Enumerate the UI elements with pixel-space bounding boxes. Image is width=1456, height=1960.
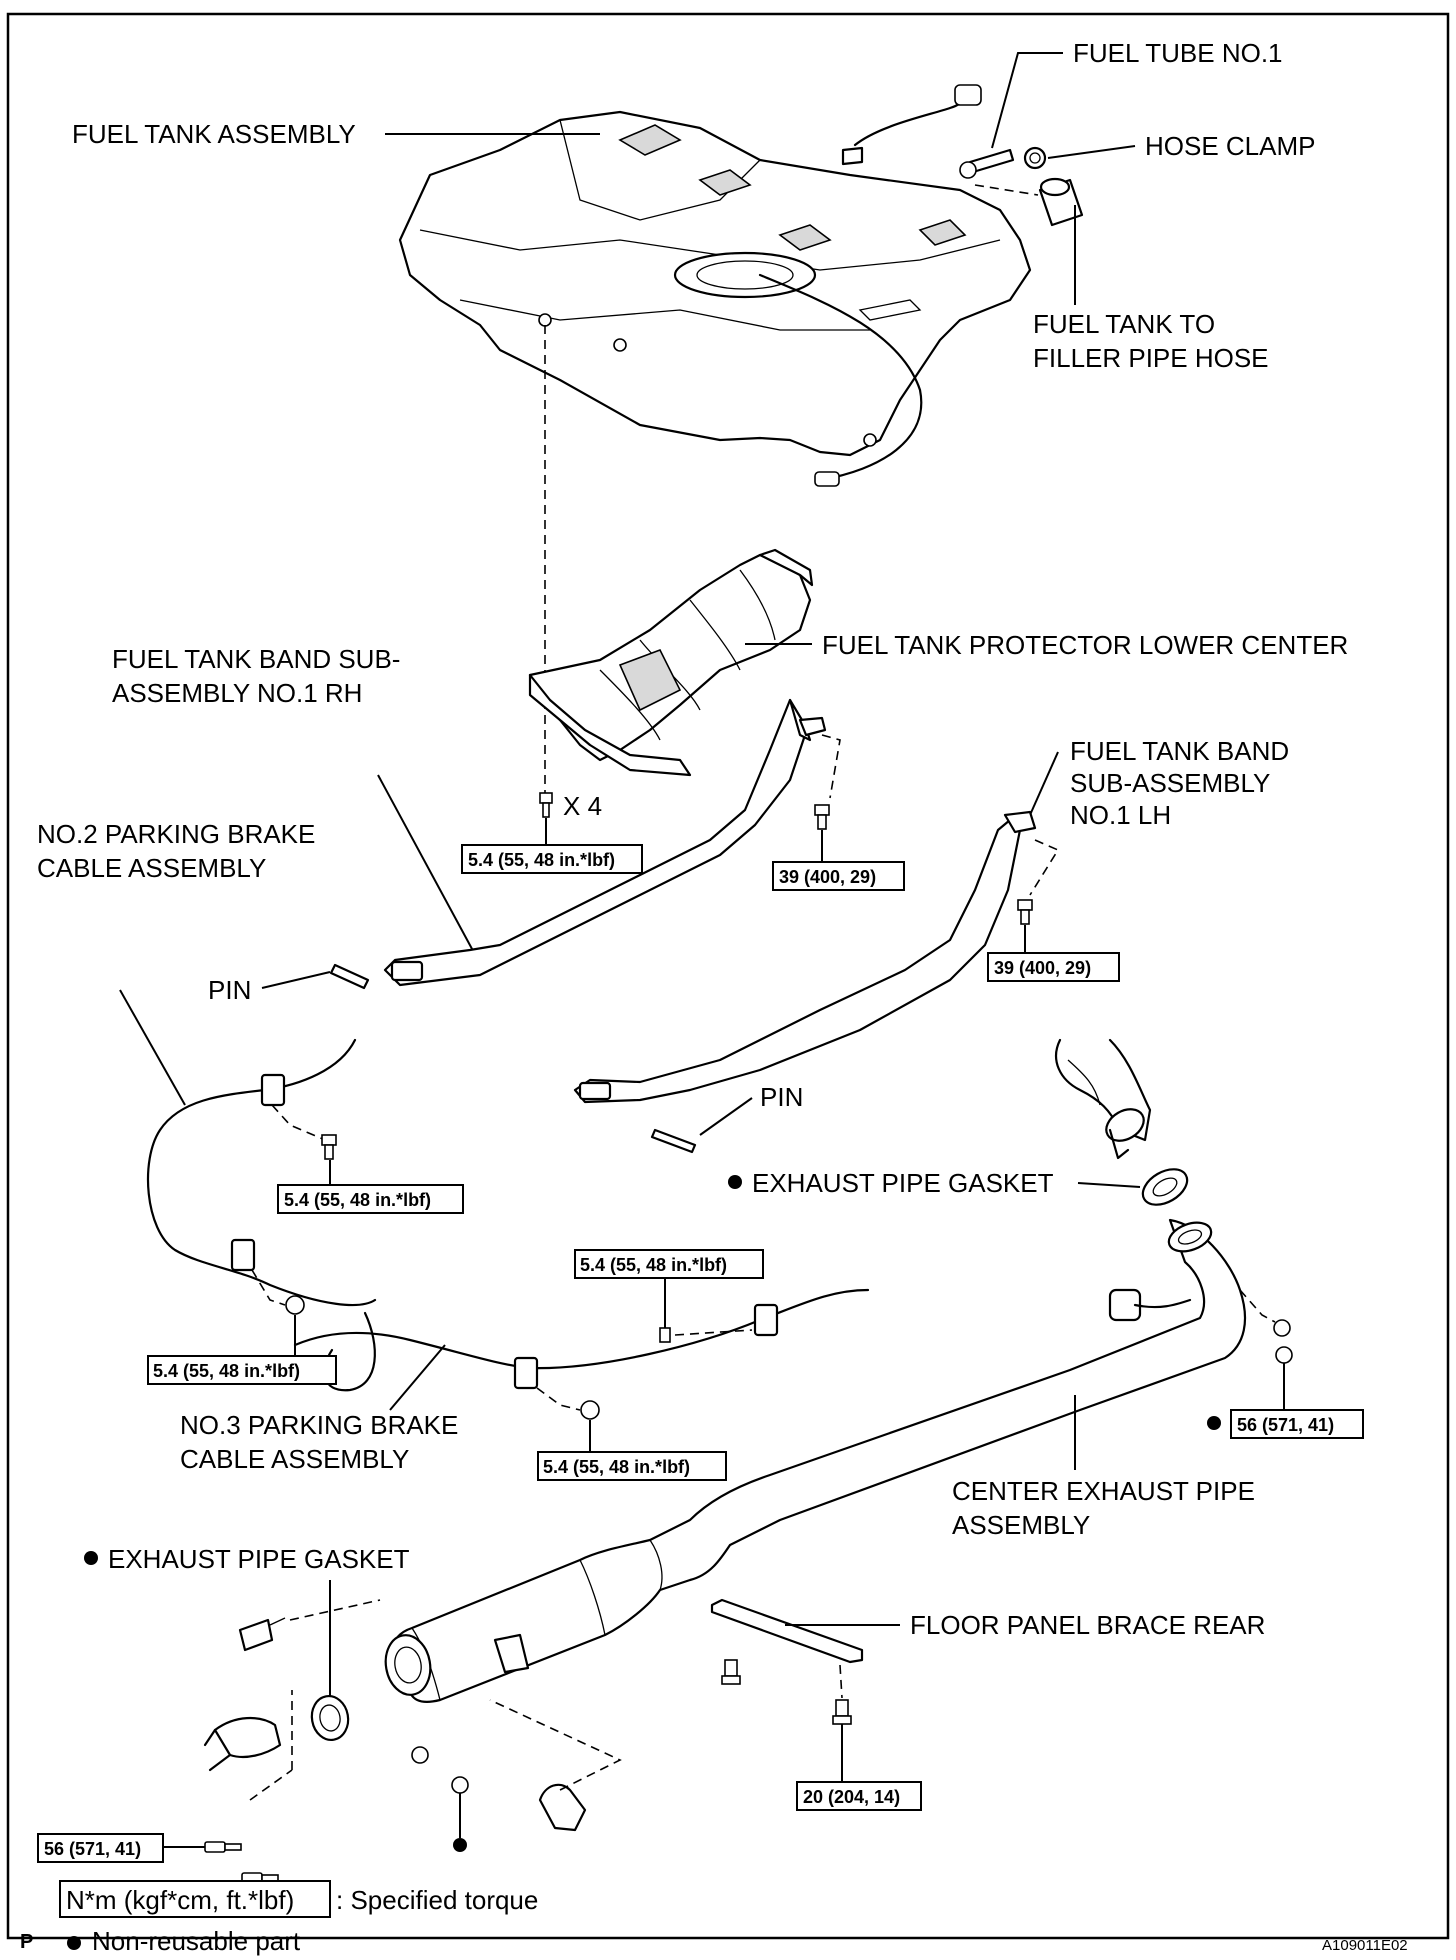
fuel-tank-protector-drawing <box>528 548 814 777</box>
exhaust-pipe-gasket-upper-part <box>1141 1168 1189 1206</box>
torque-front-flange: 56 (571, 41) <box>44 1839 141 1859</box>
no2-parking-brake-cable-drawing <box>146 1038 870 1392</box>
bolt-quantity-label: X 4 <box>563 791 602 821</box>
band-rh-label-line1: FUEL TANK BAND SUB- <box>112 644 400 674</box>
pin-left-label: PIN <box>208 975 251 1005</box>
no2-cable-label-line2: CABLE ASSEMBLY <box>37 853 266 883</box>
no2-cable-bolt <box>321 1134 337 1160</box>
no3-cable-upper-bolt <box>659 1327 753 1343</box>
floor-panel-brace-drawing <box>710 1598 864 1664</box>
exhaust-gasket-upper-leader <box>1077 1182 1141 1188</box>
torque-band-rh: 39 (400, 29) <box>779 867 876 887</box>
hose-clamp-label: HOSE CLAMP <box>1145 131 1316 161</box>
no3-cable-label-line2: CABLE ASSEMBLY <box>180 1444 409 1474</box>
torque-box-no3-cable-upper <box>574 1249 764 1279</box>
torque-no2-cable-nut: 5.4 (55, 48 in.*lbf) <box>153 1361 300 1381</box>
band-lh-bolt <box>1017 899 1033 925</box>
filler-hose-label-line2: FILLER PIPE HOSE <box>1033 343 1269 373</box>
hose-clamp-leader <box>1047 145 1136 159</box>
hose-clamp-part <box>1023 146 1047 170</box>
pin-left-leader <box>261 971 331 989</box>
torque-floor-brace: 20 (204, 14) <box>803 1787 900 1807</box>
exhaust-gasket-upper-label: EXHAUST PIPE GASKET <box>752 1168 1054 1198</box>
band-lh-label-line2: SUB-ASSEMBLY <box>1070 768 1270 798</box>
pin-right-part <box>650 1128 697 1154</box>
no2-cable-label-line1: NO.2 PARKING BRAKE <box>37 819 315 849</box>
torque-center-pipe: 56 (571, 41) <box>1237 1415 1334 1435</box>
non-reusable-dot-upper-gasket <box>728 1175 742 1189</box>
band-rh-label-line2: ASSEMBLY NO.1 RH <box>112 678 362 708</box>
exhaust-pipe-gasket-lower-part <box>310 1695 350 1741</box>
torque-box-no2-cable-nut <box>147 1355 337 1385</box>
fuel-tube-no1-label: FUEL TUBE NO.1 <box>1073 38 1283 68</box>
front-exhaust-pipe-drawing <box>203 1617 587 1832</box>
torque-box-no3-cable-lower <box>537 1451 727 1481</box>
band-rh-dashed-line <box>821 734 841 799</box>
front-flange-nuts <box>411 1746 469 1852</box>
protector-label: FUEL TANK PROTECTOR LOWER CENTER <box>822 630 1348 660</box>
legend-torque-box <box>59 1880 331 1918</box>
fuel-tank-band-lh-drawing <box>573 810 1037 1104</box>
center-pipe-upper-nuts <box>1239 1289 1293 1364</box>
figure-id: A109011E02 <box>1322 1937 1408 1954</box>
legend-torque-unit: N*m (kgf*cm, ft.*lbf) <box>66 1885 294 1915</box>
torque-no2-cable: 5.4 (55, 48 in.*lbf) <box>284 1190 431 1210</box>
fuel-tube-no1-part <box>959 148 1015 179</box>
no2-cable-nut <box>285 1295 305 1315</box>
torque-box-floor-brace <box>796 1781 922 1811</box>
pin-right-leader <box>699 1097 753 1136</box>
band-lh-dashed-line <box>1029 839 1060 896</box>
lower-left-dashed-lines <box>249 1599 622 1801</box>
legend-torque-desc: : Specified torque <box>336 1885 538 1915</box>
torque-no3-cable-lower: 5.4 (55, 48 in.*lbf) <box>543 1457 690 1477</box>
torque-box-band-rh <box>772 861 905 891</box>
pin-right-label: PIN <box>760 1082 803 1112</box>
fuel-tube-no1-leader <box>991 52 1063 149</box>
non-reusable-dot-center-pipe <box>1207 1416 1221 1430</box>
torque-band-lh: 39 (400, 29) <box>994 958 1091 978</box>
center-exhaust-pipe-drawing <box>384 1218 1247 1703</box>
torque-box-no2-cable <box>277 1184 464 1214</box>
pin-left-part <box>329 963 370 990</box>
legend-non-reusable-text: Non-reusable part <box>92 1926 301 1956</box>
exhaust-gasket-lower-label: EXHAUST PIPE GASKET <box>108 1544 410 1574</box>
torque-box-center-pipe <box>1230 1409 1364 1439</box>
no2-cable-nut-dashed-line <box>251 1269 286 1306</box>
torque-box-front-flange <box>37 1833 164 1863</box>
floor-brace-bolts <box>721 1659 852 1725</box>
band-rh-bolt <box>814 804 830 830</box>
band-lh-label-line1: FUEL TANK BAND <box>1070 736 1289 766</box>
floor-brace-label: FLOOR PANEL BRACE REAR <box>910 1610 1265 1640</box>
no3-cable-leader <box>389 1344 446 1411</box>
center-pipe-label-line1: CENTER EXHAUST PIPE <box>952 1476 1255 1506</box>
filler-pipe-hose-part <box>1038 177 1084 227</box>
band-lh-leader <box>1029 751 1059 816</box>
no3-cable-lower-nut <box>536 1387 600 1420</box>
fuel-tank-band-rh-drawing <box>383 698 827 987</box>
no2-cable-leader <box>119 989 186 1106</box>
fuel-tank-drawing <box>398 84 1084 487</box>
fuel-tank-label: FUEL TANK ASSEMBLY <box>72 119 356 149</box>
no2-cable-dashed-line <box>271 1104 326 1141</box>
torque-box-protector <box>461 844 643 874</box>
protector-bolt <box>539 792 553 818</box>
legend-non-reusable-dot <box>67 1936 81 1950</box>
exhaust-manifold-drawing <box>1055 1038 1152 1160</box>
torque-box-band-lh <box>987 952 1120 982</box>
band-rh-leader <box>377 774 479 961</box>
torque-no3-cable-upper: 5.4 (55, 48 in.*lbf) <box>580 1255 727 1275</box>
band-lh-label-line3: NO.1 LH <box>1070 800 1171 830</box>
figure-frame <box>6 12 1450 1940</box>
page-letter: P <box>20 1931 33 1953</box>
no3-cable-label-line1: NO.3 PARKING BRAKE <box>180 1410 458 1440</box>
non-reusable-dot-lower-gasket <box>84 1551 98 1565</box>
center-pipe-label-line2: ASSEMBLY <box>952 1510 1090 1540</box>
filler-hose-label-line1: FUEL TANK TO <box>1033 309 1215 339</box>
front-flange-bolts <box>204 1841 279 1884</box>
no3-parking-brake-cable-drawing <box>513 1303 779 1390</box>
torque-protector: 5.4 (55, 48 in.*lbf) <box>468 850 615 870</box>
